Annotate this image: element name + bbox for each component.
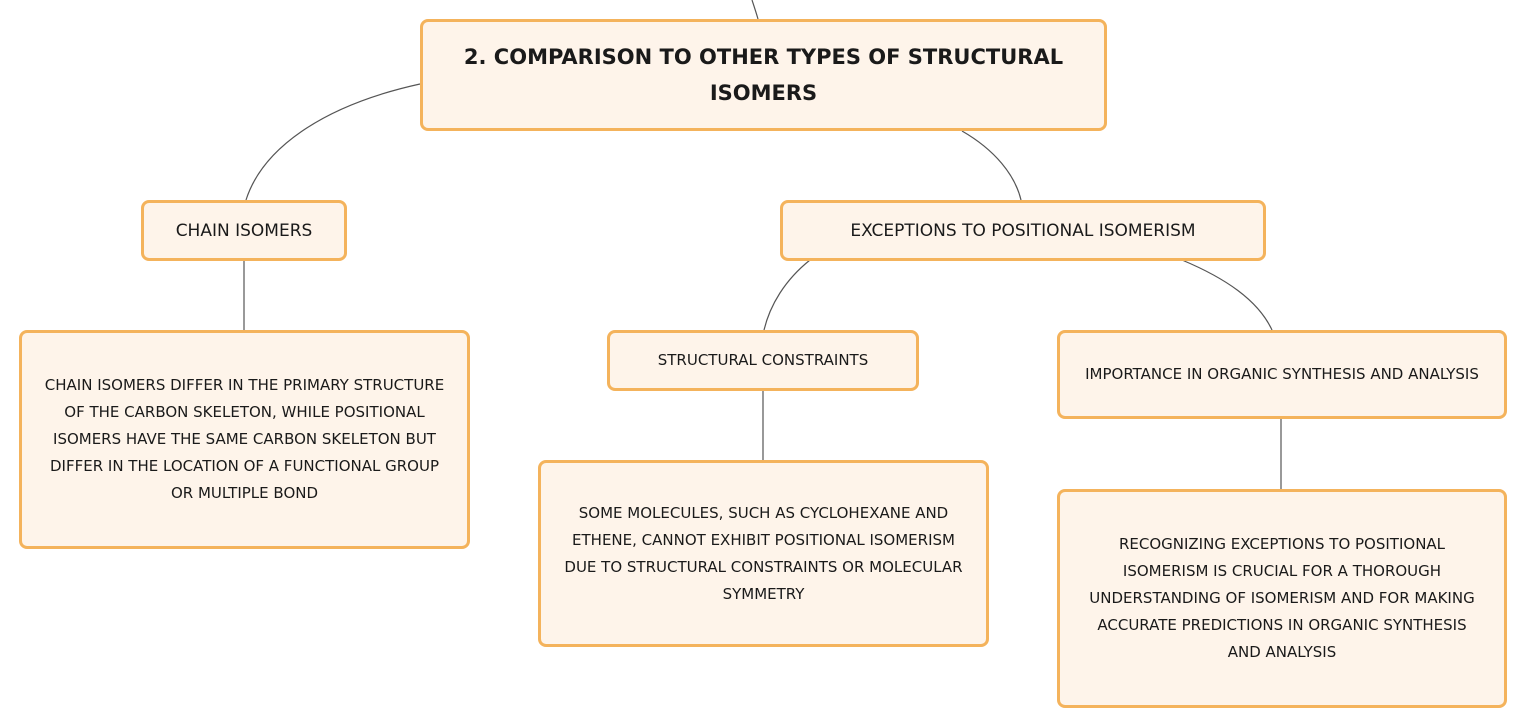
chain-isomers-detail-node[interactable]: Chain isomers differ in the primary stru… <box>19 330 470 549</box>
connector-exceptions-to-constraints <box>763 259 811 331</box>
importance-label: Importance in organic synthesis and anal… <box>1085 365 1479 383</box>
exceptions-node[interactable]: Exceptions to positional isomerism <box>780 200 1266 261</box>
structural-constraints-label: Structural constraints <box>657 351 869 369</box>
chain-isomers-label: Chain isomers <box>175 220 313 241</box>
structural-constraints-node[interactable]: Structural constraints <box>607 330 919 391</box>
connector-incoming-to-title <box>751 0 759 20</box>
central-topic-text: 2. Comparison to other types of structur… <box>463 45 1064 105</box>
central-topic-node[interactable]: 2. Comparison to other types of structur… <box>420 19 1107 131</box>
connector-exceptions-to-importance <box>1181 259 1273 331</box>
connector-title-to-chain-isomers <box>245 83 421 201</box>
chain-isomers-node[interactable]: Chain isomers <box>141 200 347 261</box>
connector-title-to-exceptions <box>961 130 1022 201</box>
structural-constraints-detail-node[interactable]: Some molecules, such as cyclohexane and … <box>538 460 989 647</box>
importance-detail-node[interactable]: Recognizing exceptions to positional iso… <box>1057 489 1507 708</box>
importance-node[interactable]: Importance in organic synthesis and anal… <box>1057 330 1507 419</box>
structural-constraints-detail-text: Some molecules, such as cyclohexane and … <box>564 503 963 603</box>
importance-detail-text: Recognizing exceptions to positional iso… <box>1089 535 1475 661</box>
exceptions-label: Exceptions to positional isomerism <box>850 220 1196 241</box>
chain-isomers-detail-text: Chain isomers differ in the primary stru… <box>44 376 445 502</box>
